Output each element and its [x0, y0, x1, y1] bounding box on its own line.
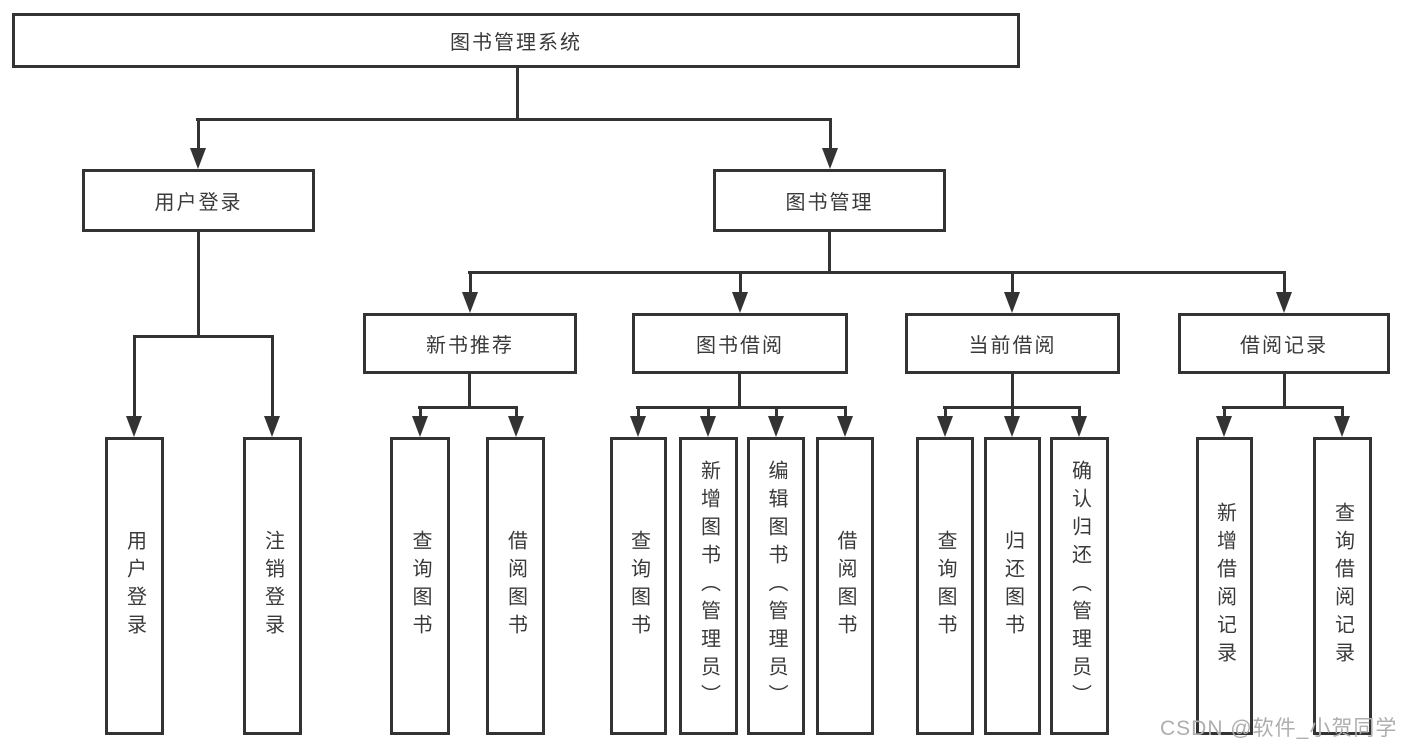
arrow-to-recommend — [462, 271, 478, 313]
node-borrow-records: 借阅记录 — [1178, 313, 1390, 374]
arrow-to-leaf-add-record — [1216, 406, 1232, 437]
leaf-borrow-books-borrow: 借阅图书 — [816, 437, 874, 735]
connector-borrow-rail — [636, 406, 847, 409]
node-book-management: 图书管理 — [713, 169, 946, 232]
node-library-system: 图书管理系统 — [12, 13, 1020, 68]
connector-user-login-stub — [197, 232, 200, 338]
arrow-to-leaf-logout — [264, 335, 280, 437]
arrow-to-book-mgmt — [822, 118, 838, 169]
leaf-query-books-current: 查询图书 — [916, 437, 974, 735]
leaf-return-book: 归还图书 — [984, 437, 1041, 735]
node-new-book-recommend: 新书推荐 — [363, 313, 577, 374]
leaf-borrow-books-recommend: 借阅图书 — [486, 437, 545, 735]
connector-level3-rail — [468, 271, 1286, 274]
connector-recommend-stub — [468, 374, 471, 409]
arrow-to-leaf-confirm-return — [1071, 406, 1087, 437]
arrow-to-leaf-borrow-1 — [508, 406, 524, 437]
leaf-add-book-admin: 新增图书（管理员） — [679, 437, 738, 735]
leaf-logout: 注销登录 — [243, 437, 302, 735]
arrow-to-leaf-return — [1004, 406, 1020, 437]
node-current-borrow: 当前借阅 — [905, 313, 1120, 374]
leaf-user-login: 用户登录 — [105, 437, 164, 735]
leaf-add-borrow-record: 新增借阅记录 — [1196, 437, 1253, 735]
connector-current-stub — [1011, 374, 1014, 409]
arrow-to-leaf-query-1 — [412, 406, 428, 437]
leaf-query-borrow-record: 查询借阅记录 — [1313, 437, 1372, 735]
connector-book-mgmt-stub — [828, 232, 831, 274]
arrow-to-leaf-query-record — [1334, 406, 1350, 437]
watermark: CSDN @软件_小贺同学 — [1160, 717, 1398, 740]
leaf-edit-book-admin: 编辑图书（管理员） — [747, 437, 805, 735]
connector-records-rail — [1222, 406, 1344, 409]
connector-recommend-rail — [418, 406, 518, 409]
arrow-to-leaf-query-2 — [630, 406, 646, 437]
connector-level2-rail — [196, 118, 832, 121]
node-user-login: 用户登录 — [82, 169, 315, 232]
arrow-to-leaf-edit-book — [768, 406, 784, 437]
leaf-query-books-borrow: 查询图书 — [610, 437, 667, 735]
connector-records-stub — [1283, 374, 1286, 409]
arrow-to-leaf-query-3 — [937, 406, 953, 437]
arrow-to-borrow — [732, 271, 748, 313]
leaf-query-books-recommend: 查询图书 — [390, 437, 450, 735]
arrow-to-user-login — [190, 118, 206, 169]
arrow-to-current — [1004, 271, 1020, 313]
connector-borrow-stub — [738, 374, 741, 409]
arrow-to-records — [1276, 271, 1292, 313]
arrow-to-leaf-borrow-2 — [837, 406, 853, 437]
connector-root-stub — [516, 68, 519, 121]
connector-user-login-rail — [133, 335, 274, 338]
arrow-to-leaf-user-login — [126, 335, 142, 437]
leaf-confirm-return-admin: 确认归还（管理员） — [1050, 437, 1109, 735]
node-book-borrow: 图书借阅 — [632, 313, 848, 374]
arrow-to-leaf-add-book — [700, 406, 716, 437]
